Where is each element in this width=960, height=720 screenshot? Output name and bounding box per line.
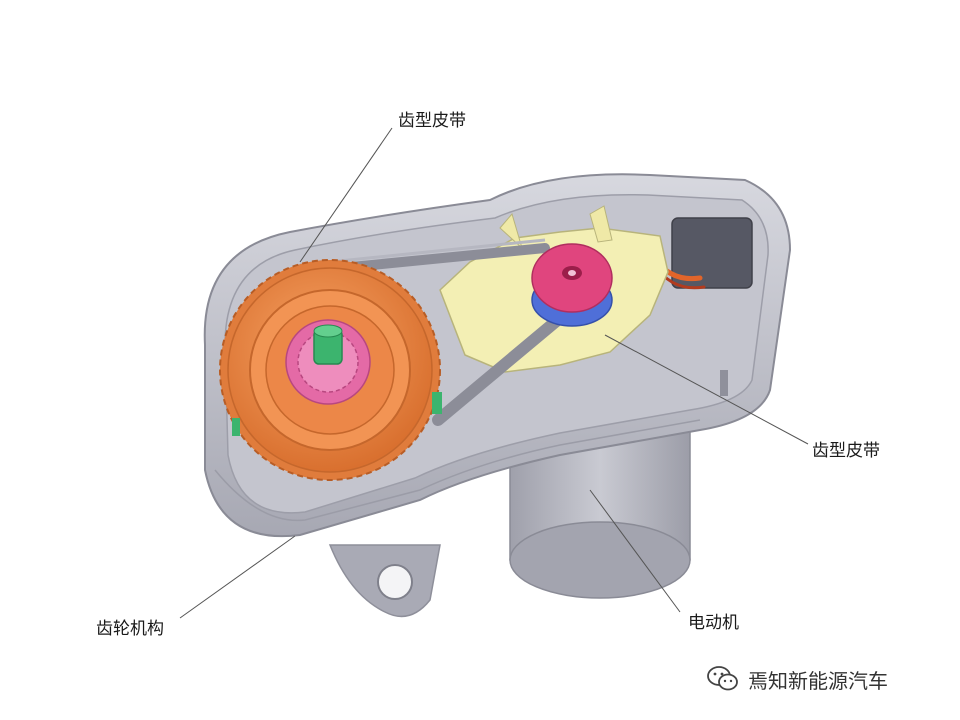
watermark: 焉知新能源汽车 <box>706 664 888 694</box>
leader-lines <box>179 127 809 619</box>
leader-belt-top <box>299 127 393 263</box>
motor-pulley <box>531 243 613 327</box>
watermark-text: 焉知新能源汽车 <box>748 668 888 693</box>
label-toothed-belt-right: 齿型皮带 <box>812 441 880 461</box>
leader-gear-mechanism <box>179 535 296 619</box>
label-motor: 电动机 <box>688 613 739 633</box>
large-gear <box>219 259 442 481</box>
leader-motor <box>589 489 681 613</box>
label-toothed-belt-top: 齿型皮带 <box>398 111 466 131</box>
mounting-tab <box>328 544 441 618</box>
label-gear-mechanism: 齿轮机构 <box>96 619 164 639</box>
connector <box>652 217 753 396</box>
leader-belt-right <box>604 334 809 445</box>
wechat-icon <box>707 666 738 691</box>
